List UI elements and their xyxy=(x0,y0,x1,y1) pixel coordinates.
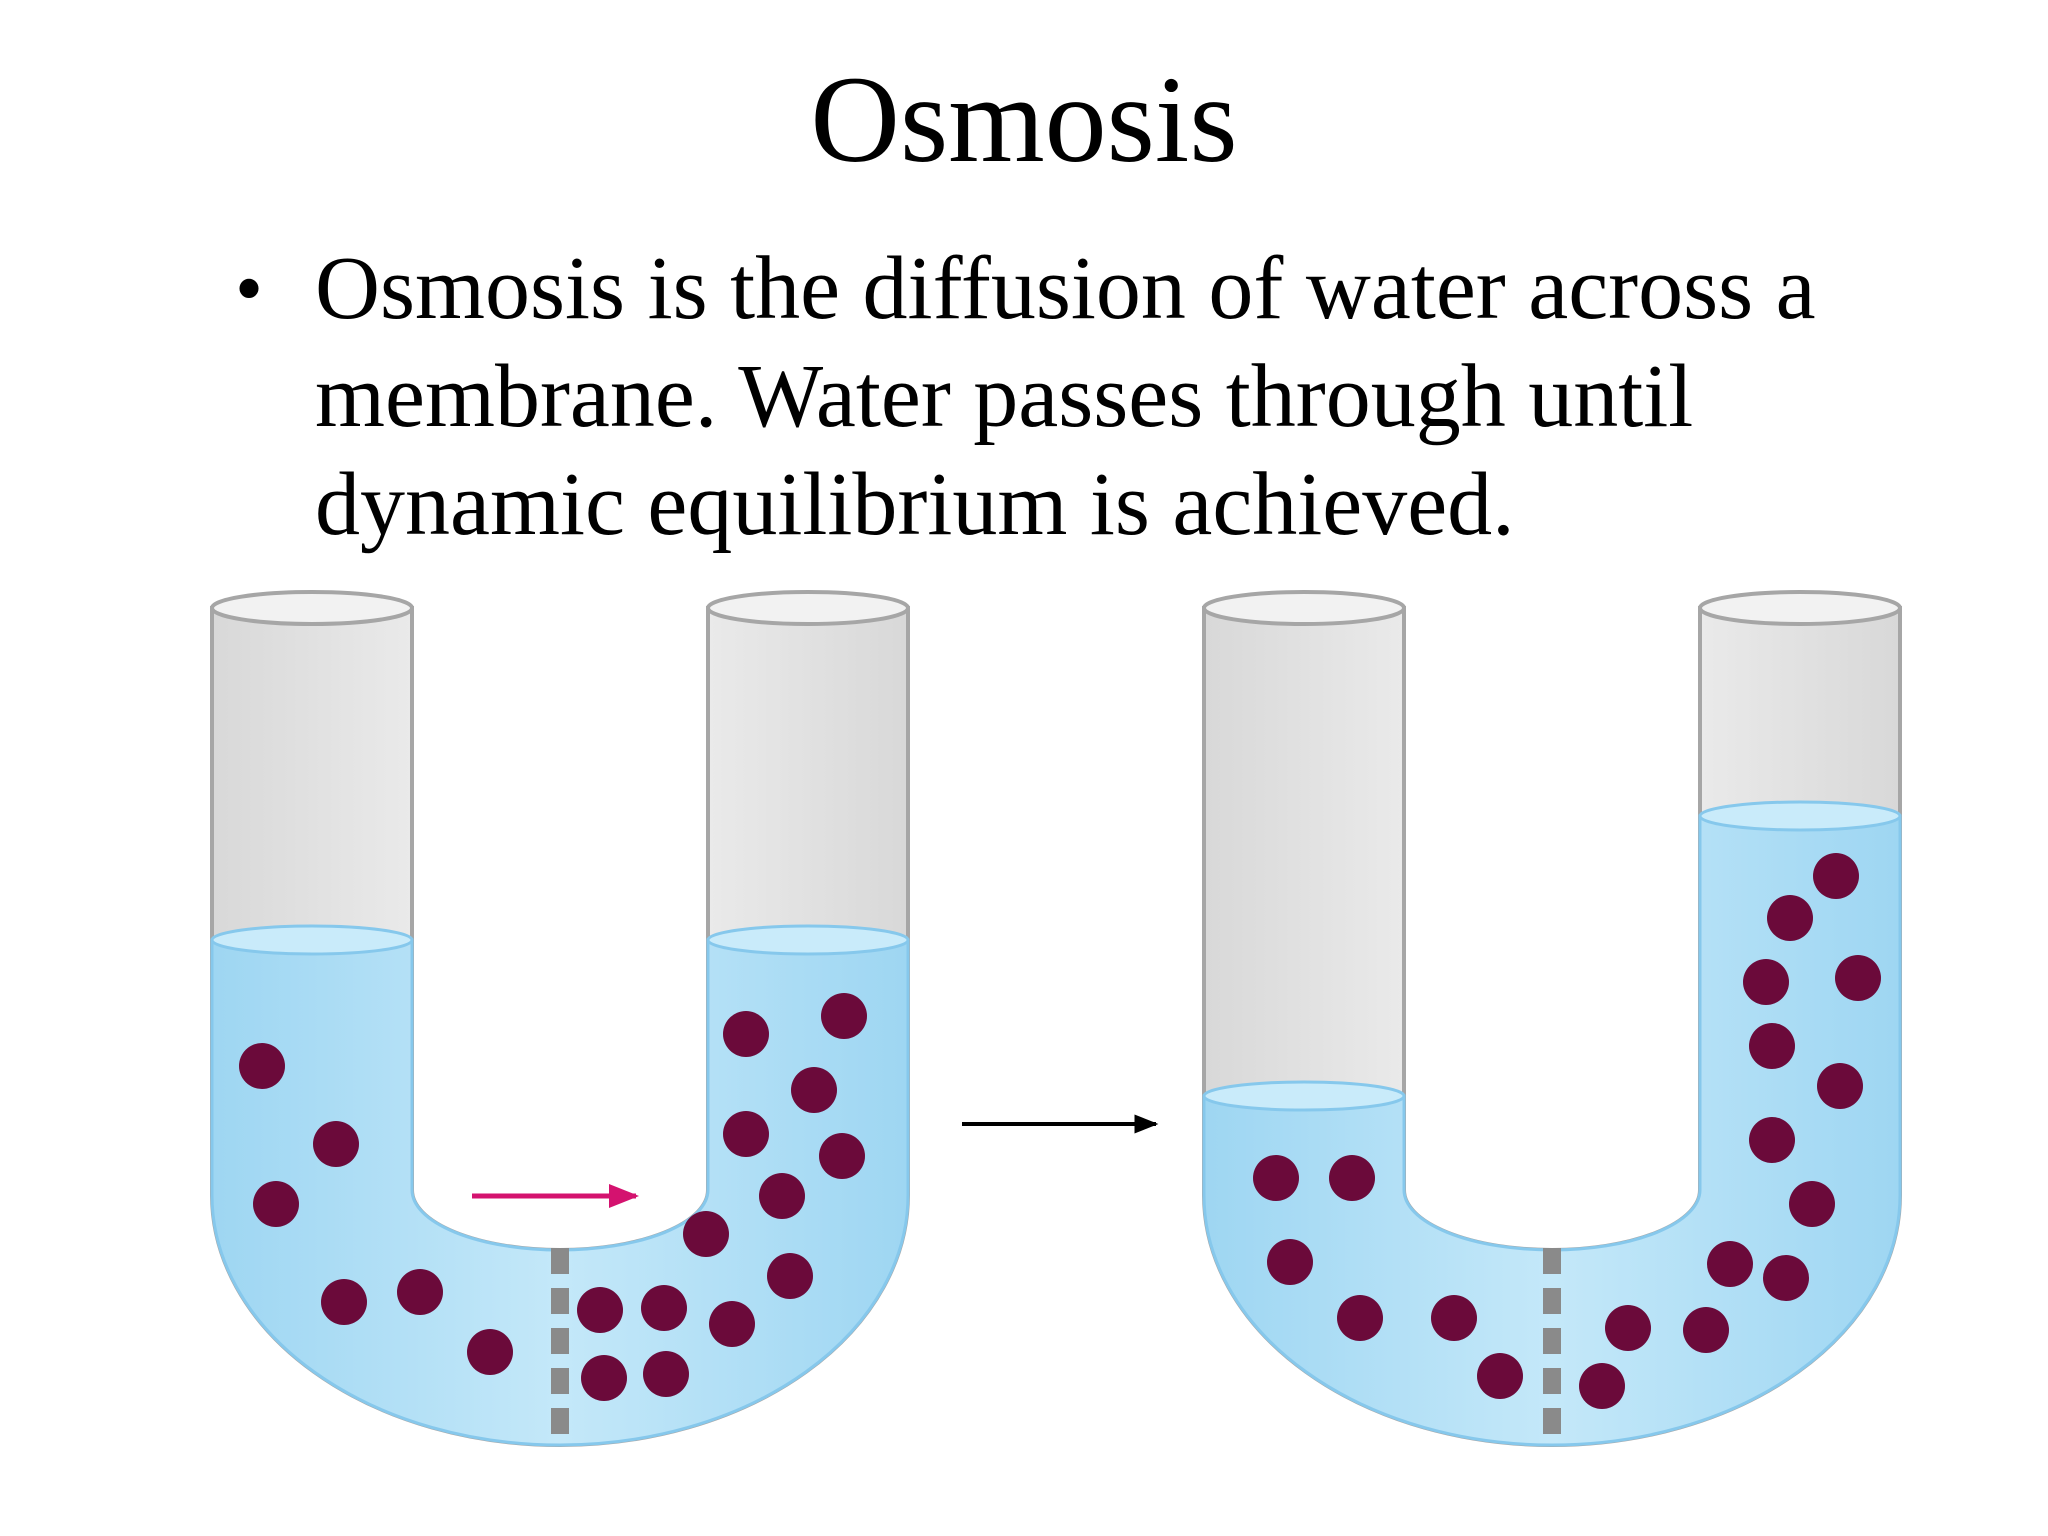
solute-particle xyxy=(1579,1363,1625,1409)
solute-particle xyxy=(1477,1353,1523,1399)
solute-particles-before xyxy=(239,993,867,1401)
solute-particle xyxy=(577,1287,623,1333)
solute-particles-after xyxy=(1253,853,1881,1409)
water-surface-left-before xyxy=(210,924,414,956)
water-surface-right-before xyxy=(706,924,910,956)
u-tube-before xyxy=(210,590,910,1447)
solute-particle xyxy=(1817,1063,1863,1109)
water-surface-right-after xyxy=(1698,800,1902,832)
u-tube-after xyxy=(1202,590,1902,1447)
solute-particle xyxy=(1431,1295,1477,1341)
tube-rim-left-before xyxy=(210,590,414,626)
solute-particle xyxy=(1749,1023,1795,1069)
solute-particle xyxy=(239,1043,285,1089)
tube-rim-left-after xyxy=(1202,590,1406,626)
solute-particle xyxy=(723,1111,769,1157)
solute-particle xyxy=(253,1181,299,1227)
bullet-point: • Osmosis is the diffusion of water acro… xyxy=(235,235,1935,559)
bullet-icon: • xyxy=(235,245,264,333)
solute-particle xyxy=(313,1121,359,1167)
solute-particle xyxy=(819,1133,865,1179)
solute-particle xyxy=(767,1253,813,1299)
solute-particle xyxy=(709,1301,755,1347)
solute-particle xyxy=(759,1173,805,1219)
solute-particle xyxy=(643,1351,689,1397)
solute-particle xyxy=(1683,1307,1729,1353)
tube-rim-right-before xyxy=(706,590,910,626)
solute-particle xyxy=(723,1011,769,1057)
solute-particle xyxy=(467,1329,513,1375)
solute-particle xyxy=(641,1285,687,1331)
solute-particle xyxy=(1337,1295,1383,1341)
solute-particle xyxy=(397,1269,443,1315)
bullet-text: Osmosis is the diffusion of water across… xyxy=(315,239,1816,554)
water-surface-left-after xyxy=(1202,1080,1406,1112)
solute-particle xyxy=(1253,1155,1299,1201)
solute-particle xyxy=(1813,853,1859,899)
solute-particle xyxy=(791,1067,837,1113)
solute-particle xyxy=(1835,955,1881,1001)
solute-particle xyxy=(1267,1239,1313,1285)
solute-particle xyxy=(1329,1155,1375,1201)
solute-particle xyxy=(1707,1241,1753,1287)
tube-rim-right-after xyxy=(1698,590,1902,626)
solute-particle xyxy=(1743,959,1789,1005)
water-after xyxy=(1202,814,1902,1447)
solute-particle xyxy=(1767,895,1813,941)
solute-particle xyxy=(683,1211,729,1257)
solute-particle xyxy=(1763,1255,1809,1301)
solute-particle xyxy=(821,993,867,1039)
solute-particle xyxy=(1789,1181,1835,1227)
slide-title: Osmosis xyxy=(810,51,1238,188)
solute-particle xyxy=(1605,1305,1651,1351)
solute-particle xyxy=(321,1279,367,1325)
solute-particle xyxy=(1749,1117,1795,1163)
solute-particle xyxy=(581,1355,627,1401)
